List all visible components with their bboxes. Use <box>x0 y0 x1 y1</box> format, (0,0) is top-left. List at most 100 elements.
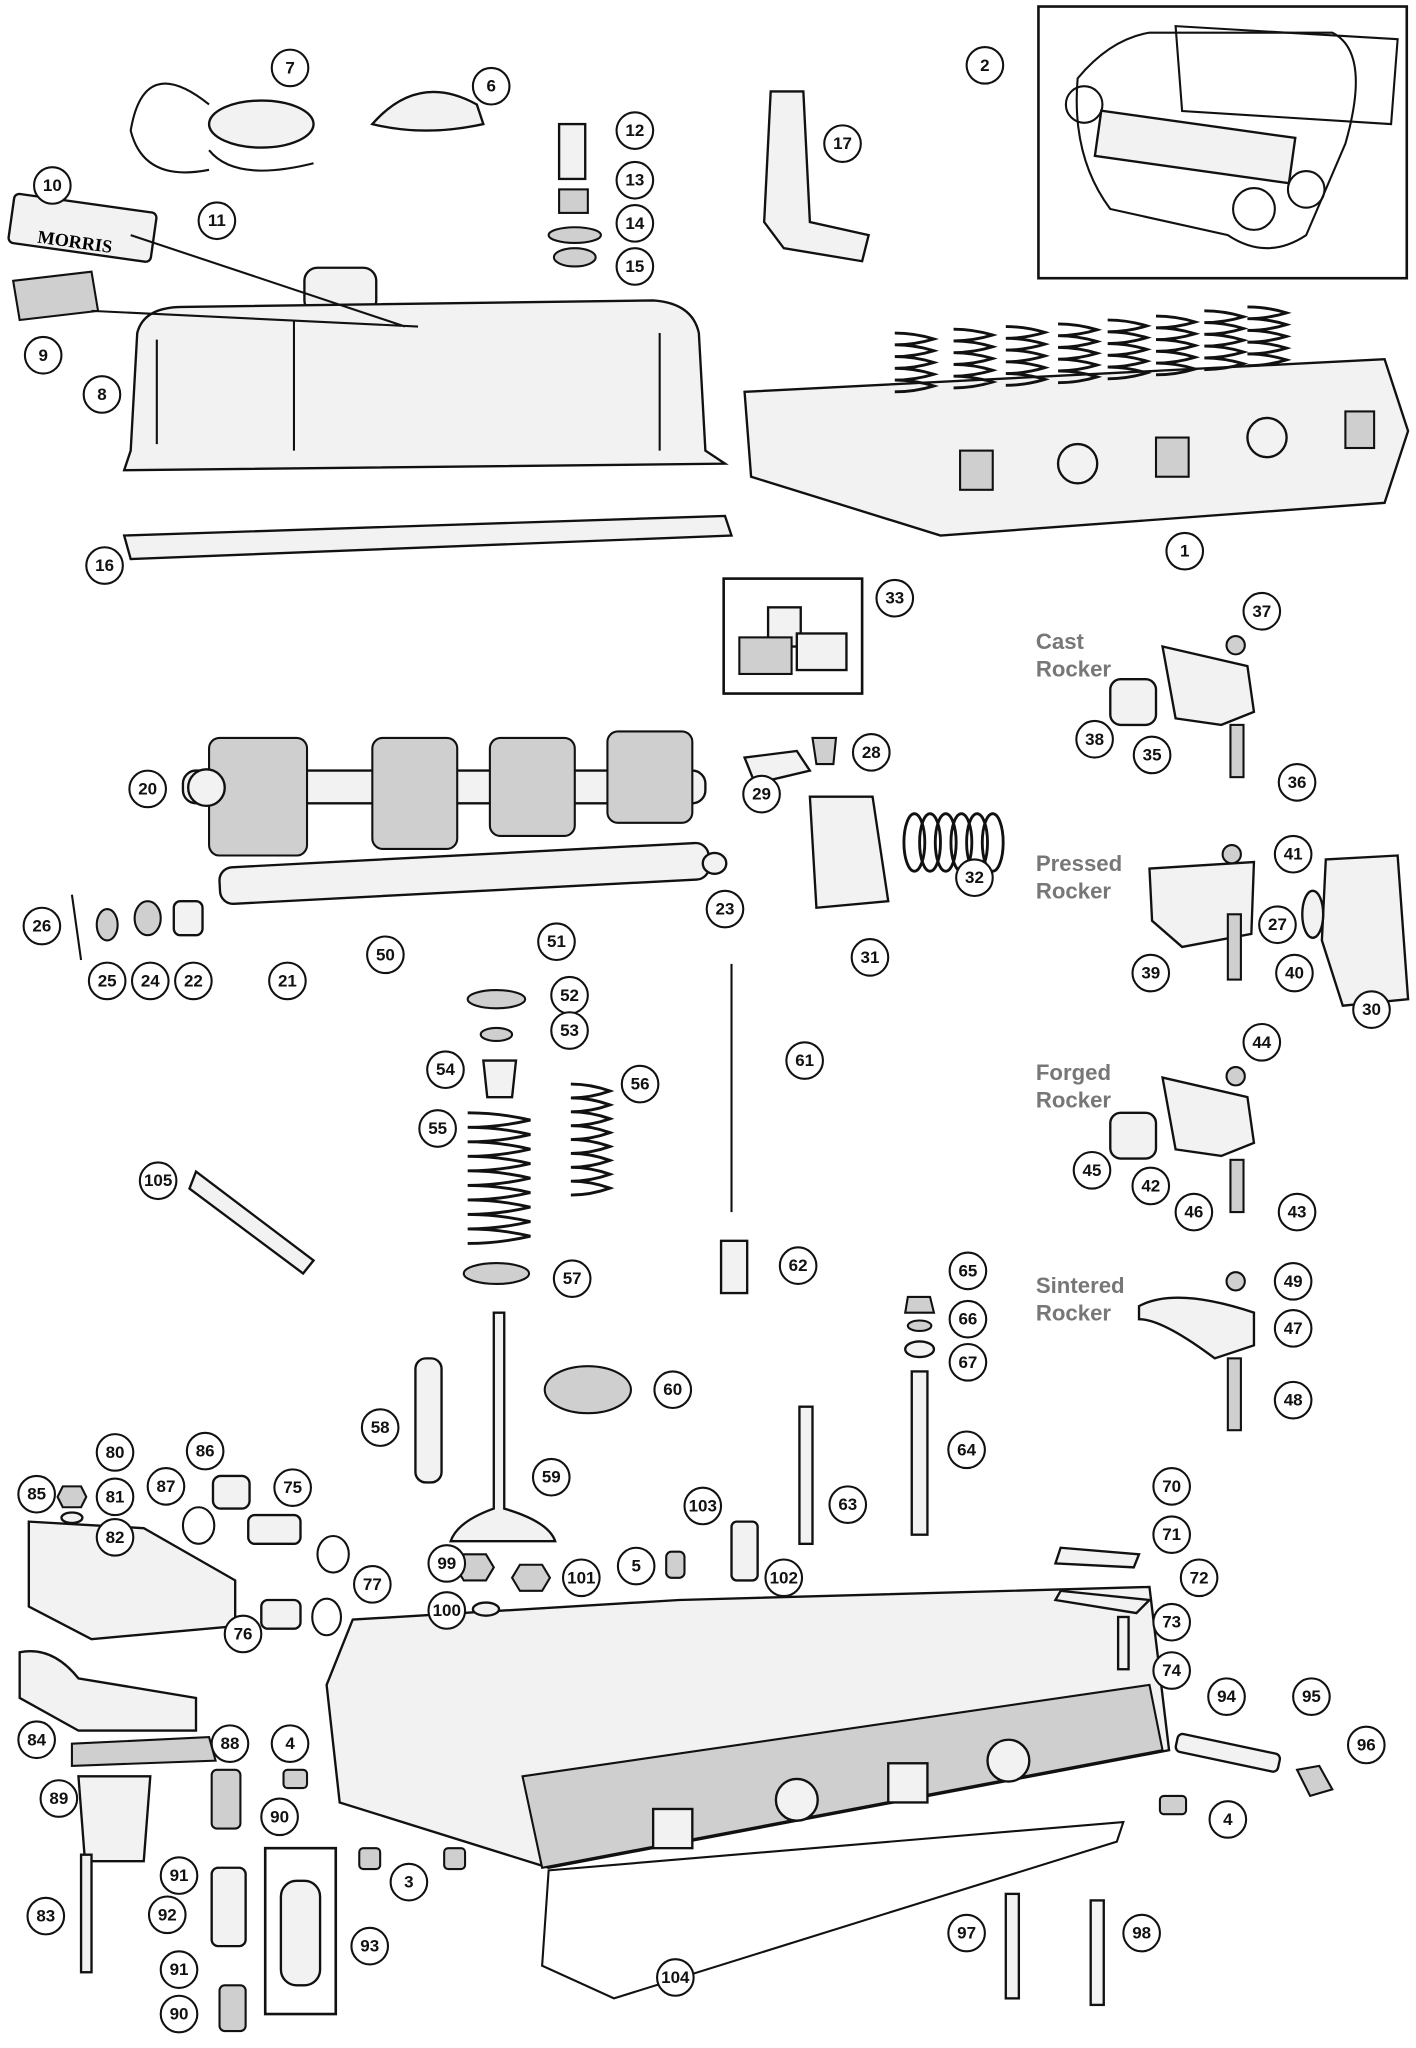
callout-circle <box>350 1926 390 1966</box>
callout-number: 40 <box>1285 964 1304 983</box>
callout-marker: 88 <box>210 1724 250 1764</box>
callout-marker: 91 <box>159 1856 199 1895</box>
callout-number: 25 <box>98 971 117 990</box>
callout-circle <box>615 111 655 150</box>
callout-marker: 63 <box>828 1485 868 1524</box>
bushes-box <box>722 577 864 695</box>
callout-marker: 49 <box>1273 1261 1313 1301</box>
callout-number: 88 <box>221 1734 240 1753</box>
callout-number: 99 <box>437 1554 456 1573</box>
callout-marker: 46 <box>1174 1192 1214 1232</box>
callout-marker: 9 <box>23 335 63 375</box>
callout-circle <box>146 1467 186 1506</box>
callout-marker: 82 <box>95 1517 135 1557</box>
callout-marker: 93 <box>350 1926 390 1966</box>
callout-number: 10 <box>43 176 62 195</box>
callout-circle <box>197 201 237 241</box>
callout-marker: 95 <box>1292 1677 1331 1716</box>
callout-number: 85 <box>27 1485 46 1504</box>
callout-circle <box>1152 1515 1192 1555</box>
callout-marker: 37 <box>1242 591 1282 631</box>
callout-circle <box>1273 834 1313 874</box>
callout-number: 62 <box>789 1256 808 1275</box>
callout-marker: 14 <box>615 204 655 243</box>
callout-circle <box>1122 1913 1161 1953</box>
spring <box>894 331 939 394</box>
callout-number: 66 <box>958 1310 977 1329</box>
callout-number: 14 <box>625 214 644 233</box>
callout-number: 3 <box>404 1873 413 1892</box>
callout-number: 95 <box>1302 1687 1321 1706</box>
callout-marker: 38 <box>1075 719 1114 759</box>
callout-marker: 65 <box>948 1251 988 1291</box>
rocker-shaft-assembly <box>70 730 890 961</box>
callout-number: 30 <box>1362 1000 1381 1019</box>
callout-circle <box>531 1457 571 1497</box>
callout-number: 75 <box>283 1478 302 1497</box>
spring <box>1107 318 1152 381</box>
callout-circle <box>82 375 122 414</box>
callout-marker: 5 <box>616 1546 656 1586</box>
callout-number: 46 <box>1184 1203 1203 1222</box>
callout-marker: 4 <box>270 1724 310 1764</box>
callout-number: 90 <box>170 2005 189 2024</box>
callout-circle <box>653 1370 693 1410</box>
callout-circle <box>948 1251 988 1291</box>
callout-circle <box>426 1050 465 1090</box>
callout-circle <box>552 1259 592 1299</box>
callout-circle <box>366 935 405 975</box>
callout-circle <box>185 1431 225 1471</box>
spring-coil <box>902 812 927 873</box>
spring <box>1058 322 1103 385</box>
callout-number: 101 <box>567 1568 595 1587</box>
callout-marker: 47 <box>1273 1308 1313 1348</box>
callout-marker: 50 <box>366 935 405 975</box>
spring <box>570 1082 615 1197</box>
callout-marker: 85 <box>17 1474 56 1514</box>
callout-number: 12 <box>625 121 644 140</box>
callout-circle <box>427 1544 467 1583</box>
callout-number: 21 <box>278 971 297 990</box>
callout-number: 58 <box>371 1418 390 1437</box>
callout-circle <box>87 961 127 1001</box>
callout-circle <box>427 1591 467 1630</box>
valve-springs-top <box>894 305 1292 394</box>
callout-circle <box>130 961 170 1001</box>
callout-number: 71 <box>1162 1525 1181 1544</box>
callout-marker: 35 <box>1132 735 1172 775</box>
callout-marker: 71 <box>1152 1515 1192 1555</box>
callout-circle <box>1275 953 1314 993</box>
callout-marker: 98 <box>1122 1913 1161 1953</box>
callout-marker: 43 <box>1277 1192 1317 1232</box>
callout-number: 43 <box>1288 1203 1307 1222</box>
callout-marker: 102 <box>764 1558 804 1598</box>
callout-marker: 90 <box>260 1797 299 1837</box>
callout-marker: 32 <box>955 858 994 898</box>
rocker-type-label: Sintered <box>1036 1273 1125 1298</box>
callout-circle <box>1277 763 1317 802</box>
callout-marker: 101 <box>561 1558 601 1598</box>
callout-circle <box>742 774 781 814</box>
callout-number: 47 <box>1284 1319 1303 1338</box>
callout-circle <box>785 1041 824 1080</box>
callout-number: 36 <box>1288 773 1307 792</box>
rocker-label-layer: CastRockerPressedRockerForgedRockerSinte… <box>1036 629 1125 1325</box>
spring <box>1155 314 1201 377</box>
rocker-spacer-spring <box>902 812 1005 873</box>
spring <box>953 327 998 390</box>
callout-number: 70 <box>1162 1477 1181 1496</box>
callout-number: 83 <box>36 1907 55 1926</box>
callout-number: 42 <box>1141 1176 1160 1195</box>
callout-circle <box>1152 1467 1192 1506</box>
callout-marker: 90 <box>159 1994 199 2034</box>
callout-circle <box>39 1779 79 1818</box>
spring <box>467 1111 531 1245</box>
callout-number: 52 <box>560 986 579 1005</box>
callout-marker: 67 <box>948 1342 988 1382</box>
spring-coil <box>918 812 942 873</box>
callout-number: 24 <box>141 971 160 990</box>
callout-number: 67 <box>958 1353 977 1372</box>
callout-marker: 45 <box>1072 1150 1112 1190</box>
callout-number: 102 <box>770 1568 798 1587</box>
